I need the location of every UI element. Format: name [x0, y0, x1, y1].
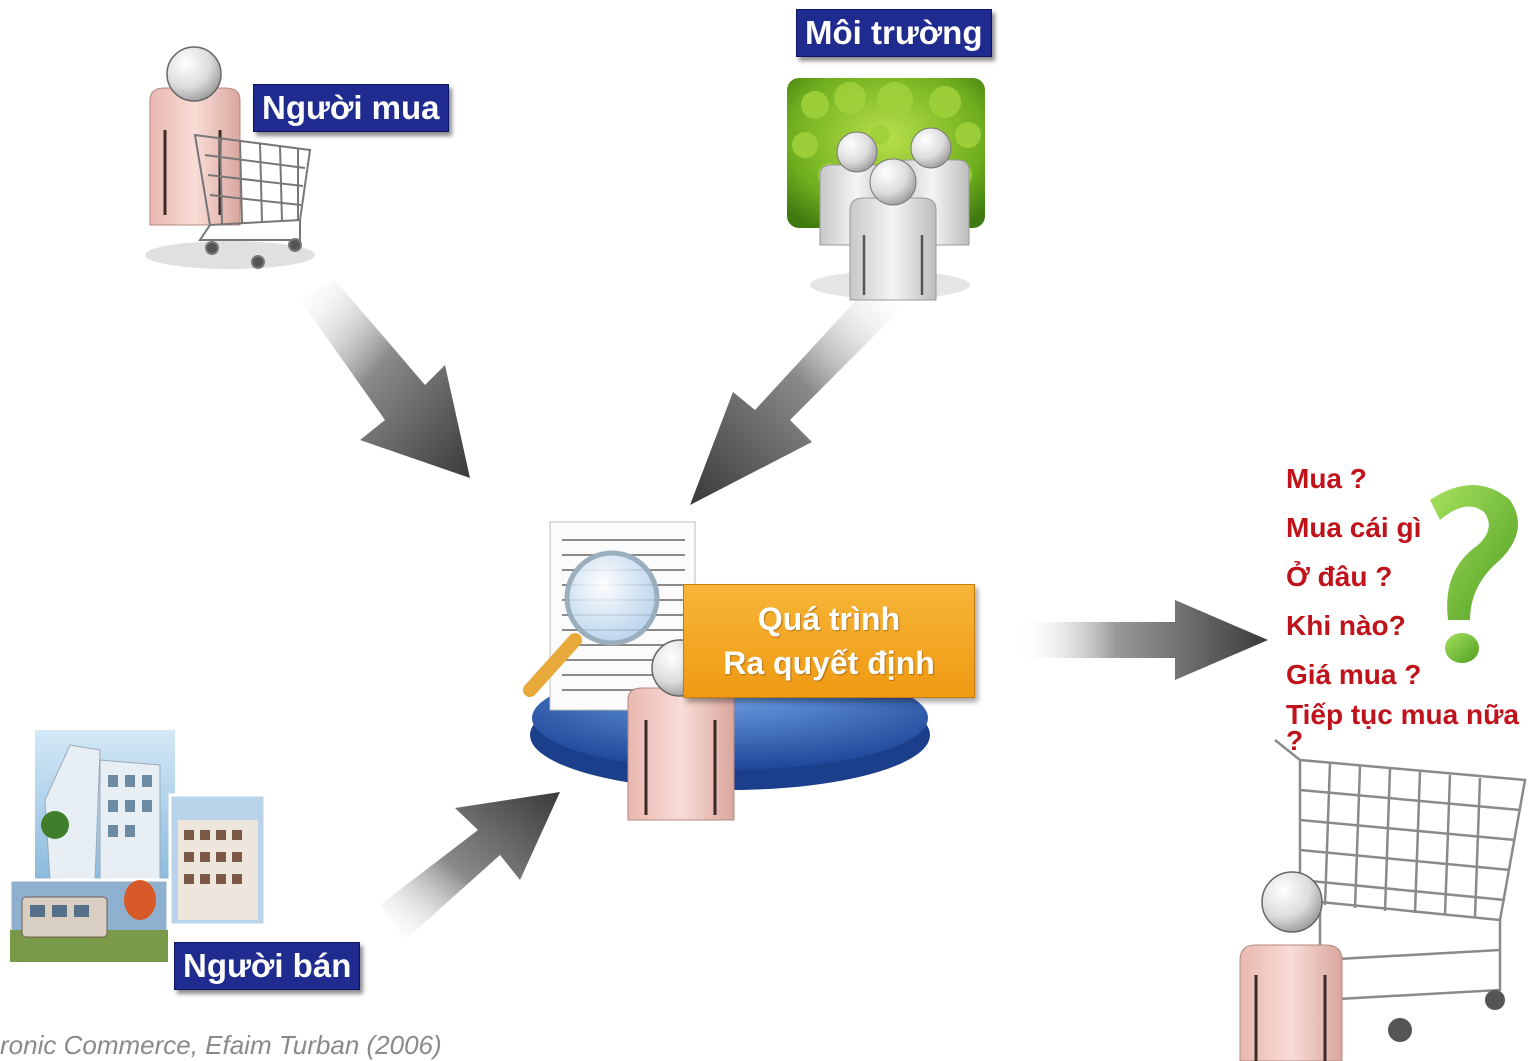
- buyer-label: Người mua: [253, 84, 449, 132]
- arrow-buyer-to-decision: [300, 280, 470, 478]
- arrow-environment-to-decision: [690, 285, 900, 505]
- shopping-cart-icon: [193, 133, 312, 269]
- buyer-figure-icon: [145, 46, 315, 269]
- decision-questions-list: Mua ? Mua cái gì Ở đâu ? Khi nào? Giá mu…: [1286, 457, 1519, 756]
- question-item: Ở đâu ?: [1286, 561, 1393, 592]
- question-item: Tiếp tục mua nữa: [1286, 699, 1519, 730]
- question-mark-icon: [1430, 485, 1518, 663]
- question-item: Khi nào?: [1286, 610, 1406, 641]
- decision-line-1: Quá trình: [757, 601, 901, 637]
- environment-label: Môi trường: [796, 9, 992, 57]
- seller-label: Người bán: [174, 942, 361, 990]
- decision-line-2: Ra quyết định: [723, 645, 935, 681]
- question-item: Mua cái gì: [1286, 512, 1422, 543]
- seller-buildings-icon: [8, 730, 267, 964]
- question-item: ?: [1286, 725, 1304, 756]
- decision-process-box: Quá trình Ra quyết định: [683, 584, 975, 698]
- arrow-seller-to-decision: [380, 792, 560, 940]
- environment-crowd-icon: [787, 78, 985, 301]
- arrow-decision-to-questions: [1015, 600, 1268, 680]
- question-item: Giá mua ?: [1286, 659, 1422, 690]
- citation-text: ronic Commerce, Efaim Turban (2006): [0, 1030, 442, 1060]
- question-item: Mua ?: [1286, 463, 1367, 494]
- magnifier-icon: [523, 550, 660, 697]
- final-buyer-cart-icon: [1239, 739, 1527, 1061]
- decision-process-icon: [523, 521, 930, 821]
